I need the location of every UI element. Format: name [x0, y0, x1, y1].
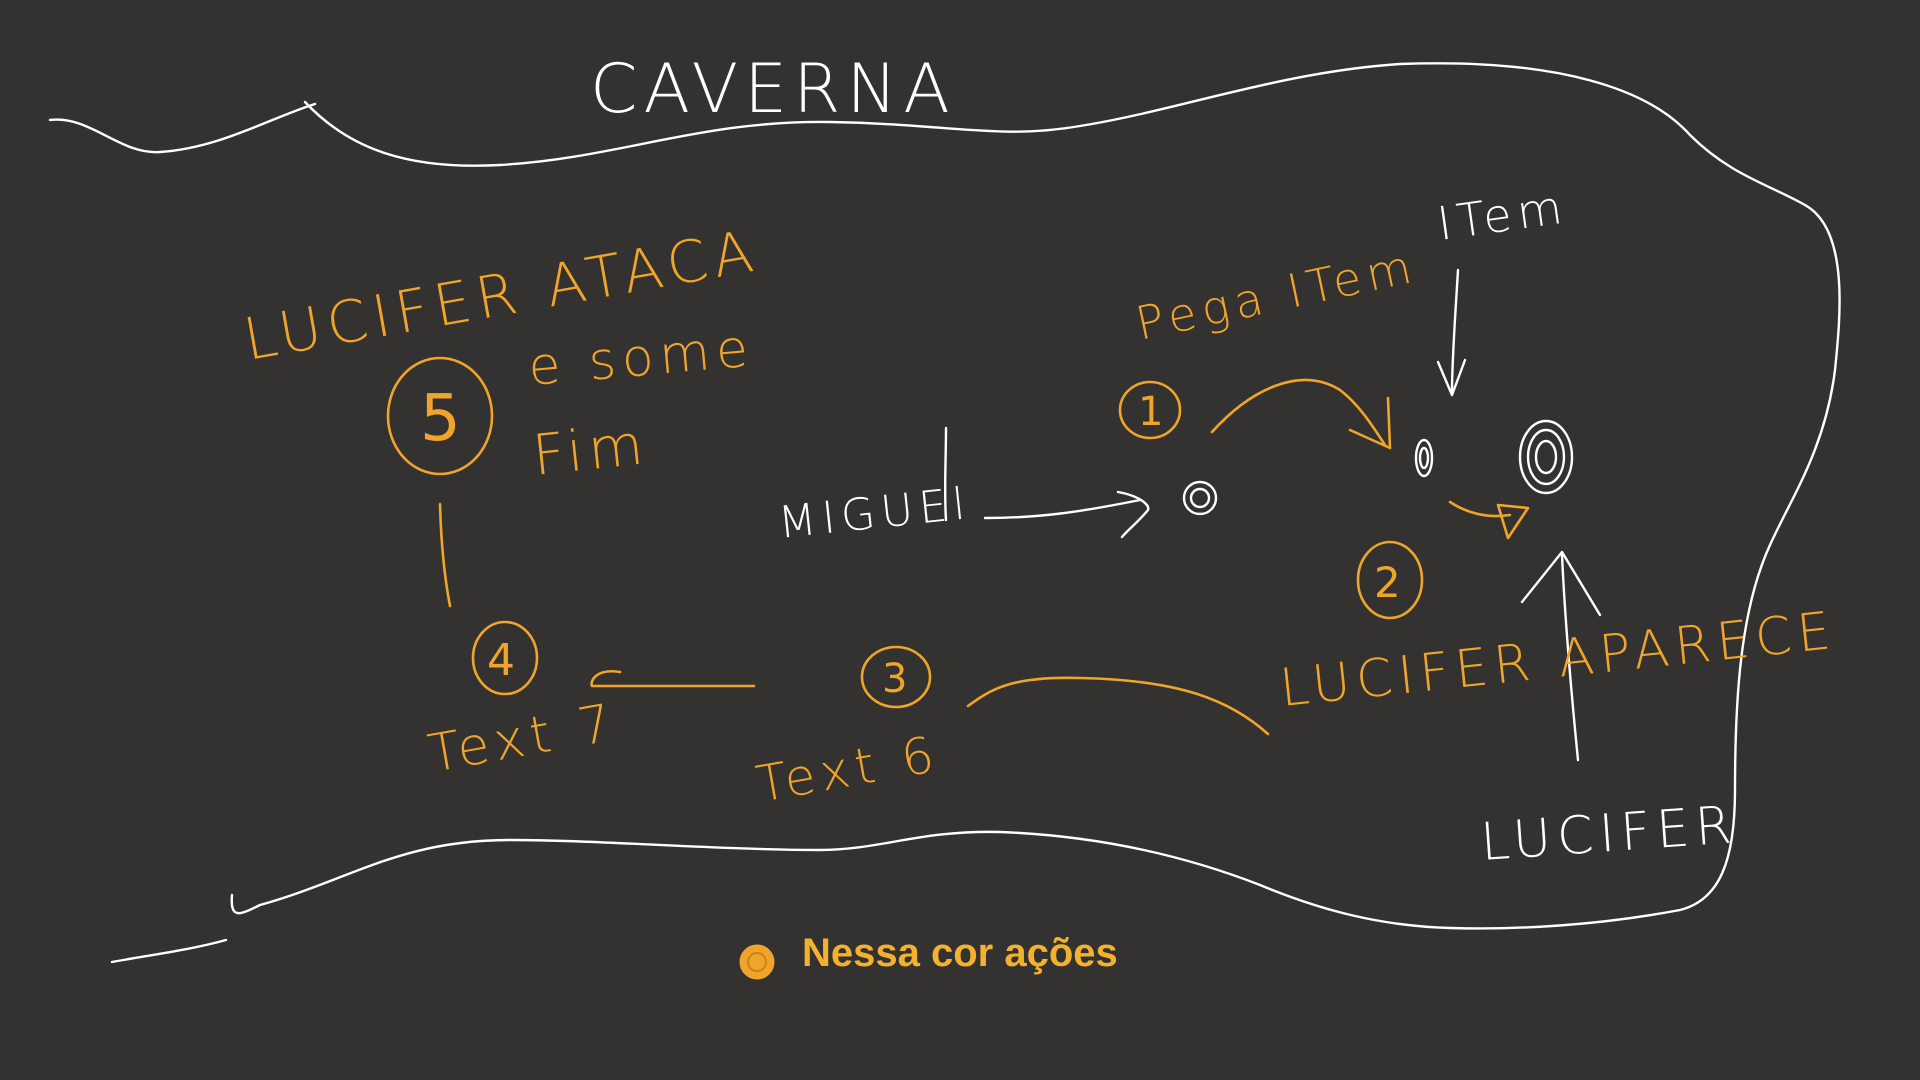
step1-circle [1118, 380, 1182, 440]
cave-outline [230, 62, 1841, 930]
item-label: ITem [1434, 179, 1571, 251]
legend-text: Nessa cor ações [802, 931, 1118, 975]
miguel-arrow [983, 498, 1142, 520]
lucifer-label: LUCIFER [1479, 795, 1740, 873]
step2-number: 2 [1374, 558, 1401, 607]
link-2-3 [966, 676, 1270, 736]
legend-action-swatch-icon [739, 944, 775, 980]
step1-arrow-head [1348, 396, 1392, 450]
step2-label-line1: LUCIFER APARECE [1277, 601, 1839, 719]
lucifer-object-core [1534, 439, 1558, 475]
cave-bottom-left-wall [110, 938, 228, 964]
item-arrow [1450, 268, 1460, 394]
step5-label-line2: e some [526, 318, 756, 397]
step4-circle [471, 620, 539, 696]
step3-circle [860, 645, 932, 709]
step5-circle [386, 356, 494, 476]
step5-label-line3: Fim [530, 412, 652, 489]
link-4-5 [438, 502, 452, 608]
lucifer-arrow [1560, 553, 1580, 762]
item-arrow-head [1436, 358, 1467, 397]
step2-circle [1356, 540, 1424, 620]
cave-top-left-wall [48, 102, 317, 154]
miguel-object-icon [1182, 480, 1218, 516]
lucifer-object-ring [1526, 428, 1566, 486]
step2-arrow-head [1496, 503, 1530, 540]
step1-label-line1: Pega ITem [1131, 239, 1422, 351]
item-object-icon [1414, 438, 1434, 478]
step4-label: Text 7 [424, 693, 622, 785]
step5-number: 5 [420, 382, 461, 456]
miguel-bar [943, 426, 948, 522]
link-3-4 [590, 669, 756, 688]
step1-arrow [1210, 378, 1387, 447]
step2-arrow [1448, 500, 1512, 518]
miguel-label: MIGUEl [776, 478, 974, 549]
miguel-arrow-head [1116, 490, 1150, 539]
lucifer-arrow-head [1520, 550, 1602, 617]
step4-number: 4 [487, 635, 515, 686]
step1-number: 1 [1138, 389, 1163, 435]
step3-number: 3 [882, 656, 907, 702]
lucifer-object-icon [1518, 419, 1574, 495]
step3-label: Text 6 [752, 725, 944, 814]
cave-title: CAVERNA [590, 50, 956, 129]
legend-swatch-core [747, 952, 767, 972]
item-object-inner [1418, 446, 1430, 470]
miguel-object-core [1189, 487, 1211, 509]
